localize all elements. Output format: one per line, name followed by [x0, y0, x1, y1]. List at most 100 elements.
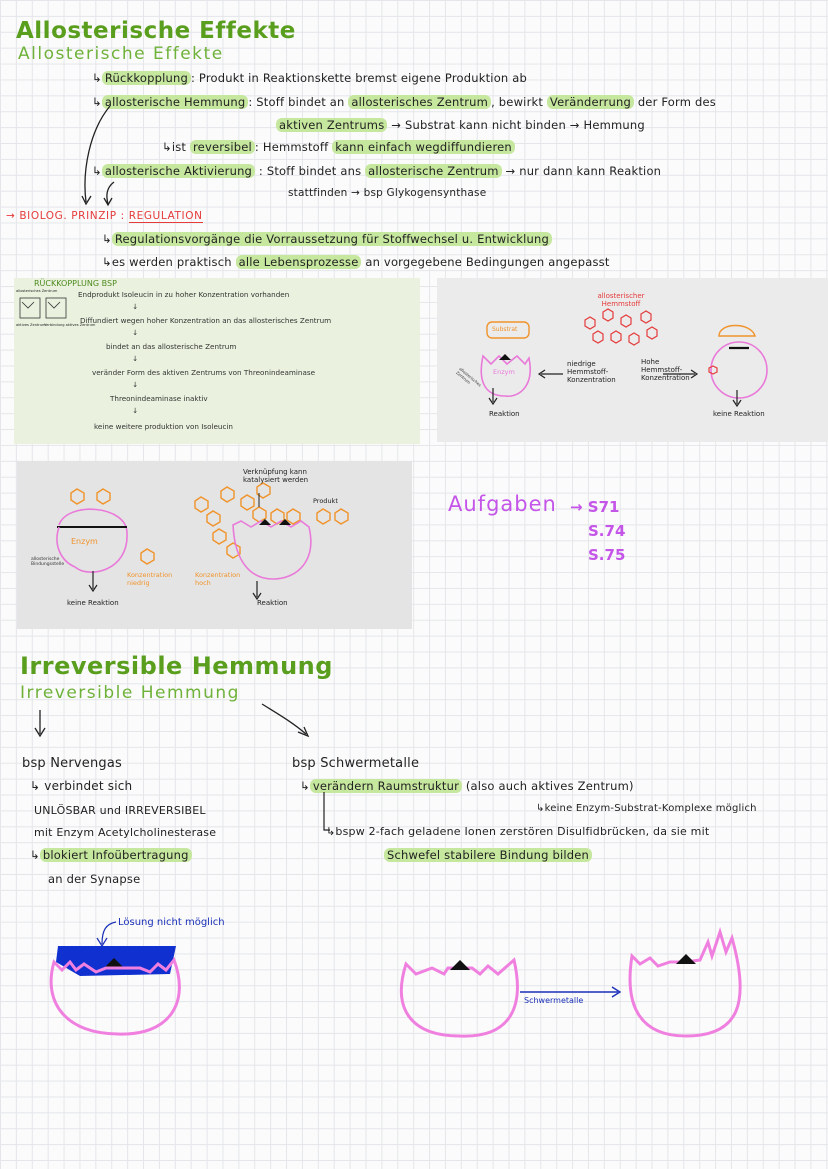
feedback-step-3: bindet an das allosterische Zentrum — [106, 342, 237, 351]
task-page-1: → S71 — [570, 498, 620, 516]
inhibition-text-c: der Form des — [637, 95, 716, 109]
down-arrow: ↓ — [132, 380, 139, 389]
task-page-3: S.75 — [588, 546, 626, 564]
activation-label: allosterische Aktivierung — [101, 164, 256, 178]
page-title: Allosterische Effekte — [16, 18, 296, 44]
right-1-b: (also auch aktives Zentrum) — [465, 779, 634, 793]
regulation-2-b: an vorgegebene Bedingungen angepasst — [365, 255, 610, 269]
left-head: bsp Nervengas — [22, 756, 122, 771]
link-label: Verknüpfung kann katalysiert werden — [243, 468, 309, 484]
left-1: ↳ verbindet sich — [30, 779, 133, 793]
reaction-label: Reaktion — [489, 410, 520, 418]
label-allosteric-center: allosterisches Zentrum — [16, 289, 58, 293]
inhibition-hl1: allosterisches Zentrum — [348, 95, 492, 109]
right-head: bsp Schwermetalle — [292, 756, 420, 771]
enzyme-sketch-icon — [19, 297, 67, 319]
down-arrow: ↓ — [132, 354, 139, 363]
activation-diagram — [56, 482, 349, 601]
right-3-text: bspw 2-fach geladene Ionen zerstören Dis… — [335, 825, 710, 838]
label-link-center: Verbindung aktives Zentrum — [44, 323, 96, 327]
line-inhibition: ↳allosterische Hemmung: Stoff bindet an … — [92, 95, 716, 109]
product-label: Produkt — [313, 497, 338, 505]
label-active-center: aktives Zentrum — [16, 323, 46, 327]
feedback-text: : Produkt in Reaktionskette bremst eigen… — [190, 71, 528, 85]
regulation-1-text: Regulationsvorgänge die Vorraussetzung f… — [111, 232, 553, 246]
no-solution-label: Lösung nicht möglich — [118, 917, 225, 928]
heavy-metal-label: Schwermetalle — [524, 996, 584, 1005]
down-arrow: ↓ — [132, 328, 139, 337]
right-1-hl: verändern Raumstruktur — [309, 779, 463, 793]
inhibition-hl2: Veränderrung — [546, 95, 634, 109]
left-4-text: blokiert Infoübertragung — [39, 848, 192, 862]
no-reaction-label: keine Reaktion — [67, 599, 119, 607]
right-3: ↳bspw 2-fach geladene Ionen zerstören Di… — [326, 825, 710, 838]
feedback-step-4: veränder Form des aktiven Zentrums von T… — [92, 368, 316, 377]
right-2: ↳keine Enzym-Substrat-Komplexe möglich — [536, 803, 757, 814]
section2-arrows — [34, 703, 310, 738]
inhibitor-label: allosterischer Hemmstoff — [597, 292, 645, 308]
line-reversible: ↳ist reversibel: Hemmstoff kann einfach … — [162, 140, 515, 154]
activation-text-a: : Stoff bindet ans — [258, 164, 362, 178]
inhibition-label: allosterische Hemmung — [101, 95, 249, 109]
reversible-text: : Hemmstoff — [254, 140, 329, 154]
page-subtitle: Allosterische Effekte — [18, 44, 224, 64]
activation-hl: allosterische Zentrum — [365, 164, 502, 178]
right-4-hl: Schwefel stabilere Bindung bilden — [384, 848, 593, 862]
enzyme-label: Enzym — [493, 368, 515, 376]
reaction-label: Reaktion — [257, 599, 288, 607]
principle-a: → BIOLOG. PRINZIP : — [6, 210, 125, 222]
reversible-hl2: kann einfach wegdiffundieren — [332, 140, 515, 154]
inhibition-text-a: : Stoff bindet an — [248, 95, 345, 109]
active-center-hl: aktiven Zentrums — [276, 118, 388, 132]
reversible-pre: ist — [171, 140, 187, 154]
feedback-panel: RÜCKKOPPLUNG BSP allosterisches Zentrum … — [14, 278, 420, 444]
principle-b: REGULATION — [128, 210, 203, 223]
section2-title: Irreversible Hemmung — [20, 652, 333, 680]
right-2-text: keine Enzym-Substrat-Komplexe möglich — [544, 803, 757, 814]
low-concentration-label: niedrige Hemmstoff-Konzentration — [567, 360, 616, 384]
down-arrow: ↓ — [132, 406, 139, 415]
inhibition-diagram — [480, 308, 768, 408]
regulation-1: ↳Regulationsvorgänge die Vorraussetzung … — [102, 232, 553, 246]
bracket-line — [323, 792, 330, 831]
left-3: mit Enzym Acetylcholinesterase — [34, 826, 217, 839]
right-1: ↳verändern Raumstruktur (also auch aktiv… — [300, 779, 634, 793]
reversible-hl: reversibel — [190, 140, 255, 154]
left-1-text: verbindet sich — [44, 779, 133, 793]
enzyme-label: Enzym — [71, 537, 98, 546]
feedback-step-5: Threonindeaminase inaktiv — [110, 394, 208, 403]
low-concentration-label: Konzentration niedrig — [127, 571, 173, 587]
tasks-label: Aufgaben — [448, 492, 557, 516]
inhibition-panel: allosterischer Hemmstoff S — [437, 278, 828, 442]
feedback-step-1: Endprodukt Isoleucin in zu hoher Konzent… — [78, 290, 290, 299]
section2-subtitle: Irreversible Hemmung — [20, 683, 240, 703]
active-center-text: → Substrat kann nicht binden → Hemmung — [391, 118, 645, 132]
feedback-step-2: Diffundiert wegen hoher Konzentration an… — [80, 316, 332, 325]
feedback-step-6: keine weitere produktion von Isoleucin — [94, 422, 233, 431]
bottom-diagrams — [49, 921, 742, 1038]
curve-arrows — [81, 105, 115, 207]
line-active-center: aktiven Zentrums → Substrat kann nicht b… — [276, 118, 645, 132]
high-concentration-label: Hohe Hemmstoff-Konzentration — [641, 358, 690, 382]
regulation-2-hl: alle Lebensprozesse — [235, 255, 362, 269]
left-5: an der Synapse — [48, 872, 141, 886]
no-reaction-label: keine Reaktion — [713, 410, 765, 418]
substrate-label: Substrat — [492, 326, 518, 333]
activation-text-b: → nur dann kann Reaktion — [505, 164, 662, 178]
task-page-2: S.74 — [588, 522, 626, 540]
principle-line: → BIOLOG. PRINZIP : REGULATION — [6, 210, 203, 223]
high-concentration-label: Konzentration hoch — [195, 571, 241, 587]
feedback-panel-title: RÜCKKOPPLUNG BSP — [34, 279, 117, 288]
activation-panel: Verknüpfung kann katalysiert werden Prod… — [17, 461, 412, 629]
allosteric-site-label: allosterische Bindungsstelle — [31, 557, 65, 567]
left-2: UNLÖSBAR und IRREVERSIBEL — [34, 804, 206, 817]
line-activation-2: stattfinden → bsp Glykogensynthase — [288, 187, 487, 199]
inhibition-text-b: , bewirkt — [491, 95, 544, 109]
down-arrow: ↓ — [132, 302, 139, 311]
line-activation: ↳allosterische Aktivierung : Stoff binde… — [92, 164, 662, 178]
right-4: Schwefel stabilere Bindung bilden — [384, 848, 593, 862]
line-feedback: ↳Rückkopplung: Produkt in Reaktionskette… — [92, 71, 528, 85]
feedback-label: Rückkopplung — [101, 71, 191, 85]
left-4: ↳blokiert Infoübertragung — [30, 848, 192, 862]
regulation-2: ↳es werden praktisch alle Lebensprozesse… — [102, 255, 610, 269]
